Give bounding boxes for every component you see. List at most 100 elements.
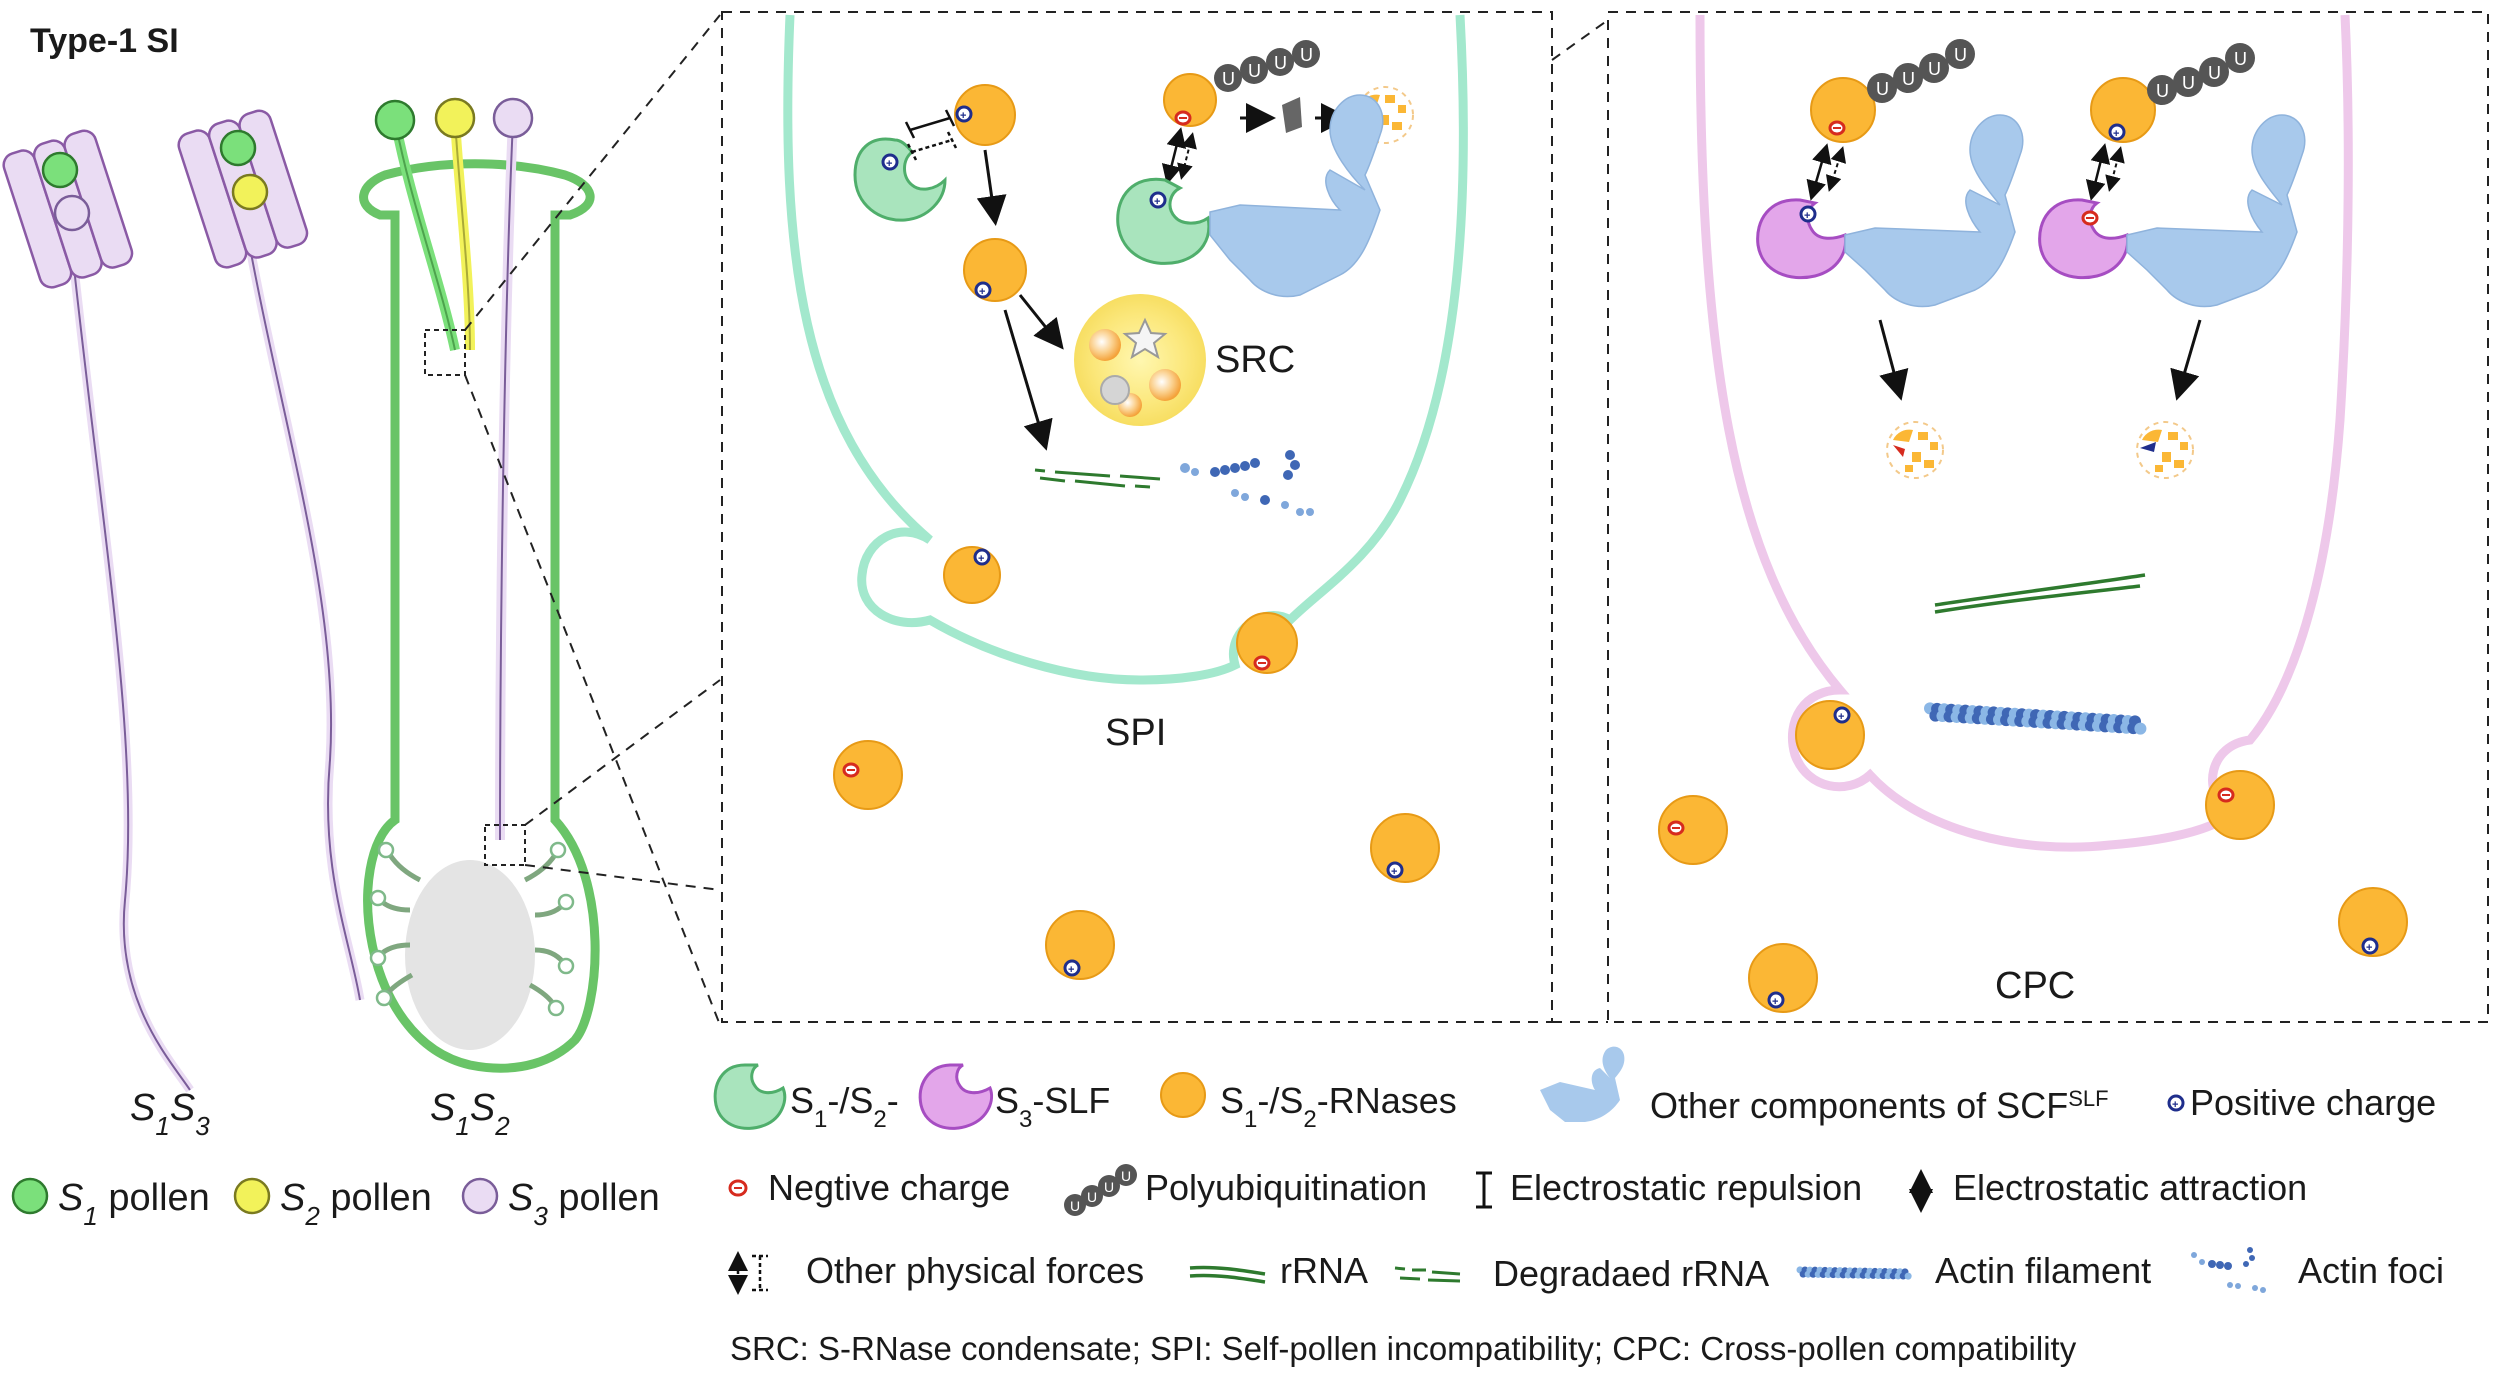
intact-rrna — [1934, 573, 2146, 607]
svg-text:+: + — [2366, 942, 2372, 954]
svg-text:U: U — [1104, 1179, 1114, 1195]
src-star — [1122, 317, 1168, 360]
cpc-pollen-tube-wall — [1695, 14, 2353, 852]
degraded-rrna — [1034, 468, 1161, 481]
rnase-legend-icon — [1160, 1072, 1206, 1118]
rnase — [963, 238, 1027, 302]
zoom-box-spi — [424, 329, 466, 376]
svg-text:U: U — [2182, 73, 2195, 93]
s1-pollen-grain — [374, 99, 416, 141]
svg-text:+: + — [2113, 128, 2119, 140]
slf-cross-legend-icon — [918, 1063, 994, 1130]
svg-text:+: + — [978, 553, 984, 565]
svg-text:U: U — [1121, 1168, 1131, 1184]
svg-text:+: + — [1838, 711, 1844, 723]
arrow — [1878, 319, 1909, 401]
actin-foci-legend-icon — [2191, 1247, 2266, 1293]
electrostatic-attraction — [2085, 143, 2111, 201]
s3-pollen-grain-left — [53, 194, 91, 232]
rnase — [833, 740, 903, 810]
zoom-line — [464, 374, 721, 1026]
zoom-line — [1551, 19, 1609, 61]
other-physical-forces — [906, 131, 958, 161]
degraded-rrna-legend-text: Degradaed rRNA — [1493, 1253, 1769, 1294]
arrow — [1003, 309, 1053, 451]
svg-text:+: + — [1804, 210, 1810, 222]
s2-pollen-grain-left-2 — [231, 173, 269, 211]
actin-filament-legend-icon — [1796, 1266, 1912, 1280]
pollen-tube-left-2-core — [244, 219, 361, 1001]
svg-text:+: + — [1772, 996, 1778, 1008]
rnase — [1370, 813, 1440, 883]
slf-self-receptor — [1116, 177, 1211, 265]
ovary-nucleus — [405, 860, 535, 1050]
actin-filament — [1924, 702, 2147, 735]
scf-complex — [1209, 94, 1384, 298]
rnase — [1045, 910, 1115, 980]
arrow — [1018, 294, 1064, 350]
legend: S1-/S2- S3-SLF S1-/S2-RNases Other compo… — [713, 1046, 2444, 1367]
rnase — [943, 546, 1001, 604]
slf-cross-receptor — [2038, 198, 2130, 280]
rnase — [1658, 795, 1728, 865]
rrna-legend-icon — [1189, 1265, 1266, 1276]
s2-pollen-grain — [434, 97, 476, 139]
rnase — [2205, 770, 2275, 840]
svg-text:U: U — [1954, 45, 1967, 65]
svg-text:+: + — [1068, 964, 1074, 976]
polyubiquitin-chain: U U U U — [1867, 39, 1975, 103]
svg-text:U: U — [1070, 1198, 1080, 1214]
svg-text:+: + — [979, 286, 985, 298]
svg-text:U: U — [2234, 49, 2247, 69]
zoom-line — [524, 679, 721, 826]
pollen-tube-left-2 — [240, 219, 365, 1001]
genotype-label-s1s2: S1S2 — [430, 1087, 510, 1141]
svg-text:S3 pollen: S3 pollen — [508, 1177, 660, 1231]
figure-title: Type-1 SI — [30, 22, 179, 60]
cpc-label: CPC — [1995, 965, 2075, 1007]
arrow — [2170, 319, 2202, 401]
abbreviation-footnote: SRC: S-RNase condensate; SPI: Self-polle… — [730, 1330, 2077, 1367]
rnase — [1810, 77, 1876, 143]
s3-pollen-grain — [492, 97, 534, 139]
rnases-legend-text: S1-/S2-RNases — [1220, 1080, 1457, 1133]
svg-text:+: + — [886, 158, 892, 170]
svg-text:U: U — [1876, 79, 1889, 99]
other-physical-forces — [2105, 146, 2125, 192]
spi-pollen-tube-wall — [783, 14, 1468, 685]
zoom-box-cpc — [484, 824, 526, 866]
zoom-line — [464, 14, 721, 331]
pollen-tube-left-1 — [65, 229, 194, 1093]
pollen-tube-left-1-core — [69, 229, 191, 1091]
svg-text:+: + — [1154, 196, 1160, 208]
actin-foci-legend-text: Actin foci — [2298, 1250, 2444, 1291]
svg-text:U: U — [1902, 69, 1915, 89]
electrostatic-repulsion-legend-icon — [1476, 1171, 1492, 1209]
style-s1s3-group — [2, 109, 365, 1093]
rnase — [2090, 77, 2156, 143]
slf-self-legend-text: S1-/S2- — [790, 1080, 899, 1133]
polyubiquitin-chain: U U U U — [1214, 40, 1320, 92]
src-droplet — [1149, 369, 1181, 401]
cpc-panel-frame — [1607, 11, 2489, 1023]
svg-text:U: U — [1222, 69, 1235, 89]
actin-bead — [1904, 1272, 1912, 1280]
s3-pollen-legend-swatch — [461, 1177, 499, 1215]
polyubiquitination-legend-text: Polyubiquitination — [1145, 1167, 1427, 1208]
polyubiquitin-chain: U U U U — [2147, 43, 2255, 105]
rnase — [1236, 612, 1298, 674]
svg-text:S2 pollen: S2 pollen — [280, 1177, 432, 1231]
rnase — [2338, 887, 2408, 957]
pollen-legend: S1 pollen S2 pollen S3 pollen — [11, 1177, 660, 1231]
pistil-outline — [359, 159, 600, 1073]
polyubiquitination-legend-icon: U U U U — [1064, 1164, 1137, 1216]
scf-legend-text: Other components of SCFSLF — [1650, 1085, 2109, 1126]
svg-text:U: U — [1248, 61, 1261, 81]
degraded-rnase — [2136, 421, 2194, 479]
svg-text:U: U — [1300, 45, 1313, 65]
negative-charge-legend-text: Negtive charge — [768, 1167, 1010, 1208]
electrostatic-attraction — [1161, 127, 1187, 185]
spi-label: SPI — [1105, 712, 1166, 754]
other-physical-forces — [1825, 146, 1847, 192]
